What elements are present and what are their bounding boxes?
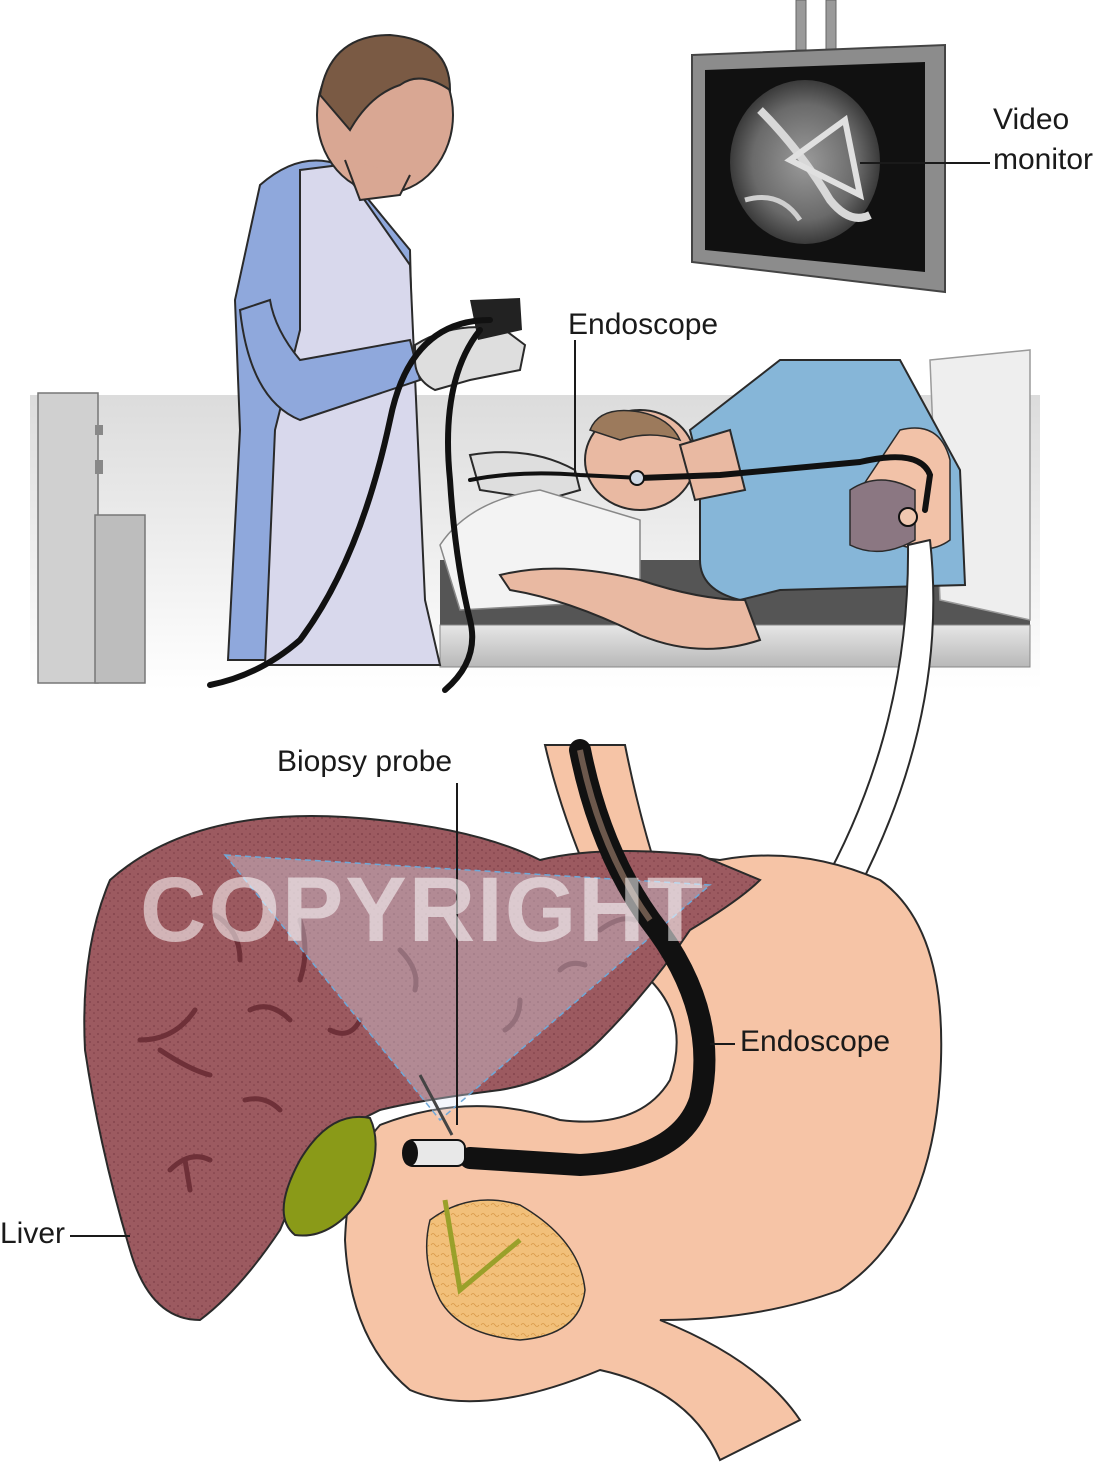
label-biopsy-probe: Biopsy probe — [277, 745, 453, 778]
label-liver: Liver — [0, 1217, 66, 1250]
label-endoscope-bottom: Endoscope — [740, 1025, 891, 1058]
label-video-monitor-line1: Video — [993, 103, 1070, 136]
video-monitor-icon — [691, 0, 946, 294]
endoscope-cable-top — [207, 317, 934, 693]
label-leaders — [70, 162, 990, 1237]
endoscope-internal — [459, 739, 716, 1177]
label-endoscope-top: Endoscope — [568, 308, 719, 341]
biopsy-needle — [418, 1074, 454, 1136]
procedure-room-scene — [30, 0, 1040, 693]
liver-vessels — [137, 912, 638, 1193]
scope-lens — [402, 1140, 418, 1166]
ultrasound-field — [223, 854, 712, 1122]
patient-figure — [439, 359, 967, 650]
gallbladder — [282, 1115, 377, 1237]
pancreas — [425, 1199, 586, 1341]
bile-duct — [442, 1199, 522, 1295]
abdominal-organs — [83, 739, 943, 1462]
copyright-watermark: COPYRIGHT — [140, 859, 705, 961]
liver — [83, 815, 762, 1322]
equipment-cabinet — [37, 392, 146, 684]
doctor-figure — [226, 33, 582, 666]
label-video-monitor-line2: monitor — [993, 143, 1094, 176]
